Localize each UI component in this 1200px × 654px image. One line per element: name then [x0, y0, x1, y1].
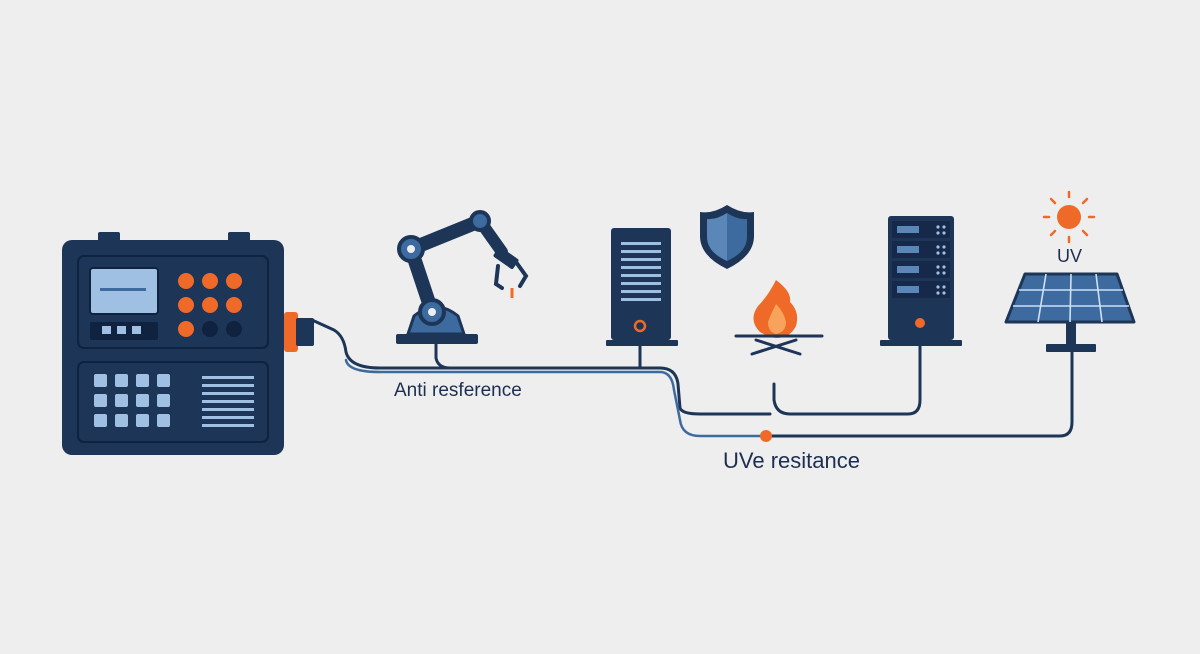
sun-icon [1042, 190, 1096, 244]
anti-interference-label: Anti resference [394, 380, 522, 401]
uv-resistance-label: UVe resitance [723, 448, 860, 473]
flame-icon [734, 280, 824, 356]
server-rack-icon [880, 216, 962, 346]
robot-arm-icon [396, 210, 529, 344]
uv-cable [768, 350, 1074, 438]
shield-icon [700, 205, 754, 269]
solar-panel-icon [1004, 272, 1136, 352]
junction-dot [760, 430, 772, 442]
control-panel-icon [62, 232, 314, 455]
fire-cable [772, 344, 922, 416]
secondary-cable [344, 358, 772, 438]
cable-network [310, 318, 1074, 442]
main-cable [310, 318, 772, 416]
robot-cable [434, 342, 452, 370]
uv-label: UV [1057, 246, 1083, 266]
server-tower-icon [606, 228, 678, 346]
